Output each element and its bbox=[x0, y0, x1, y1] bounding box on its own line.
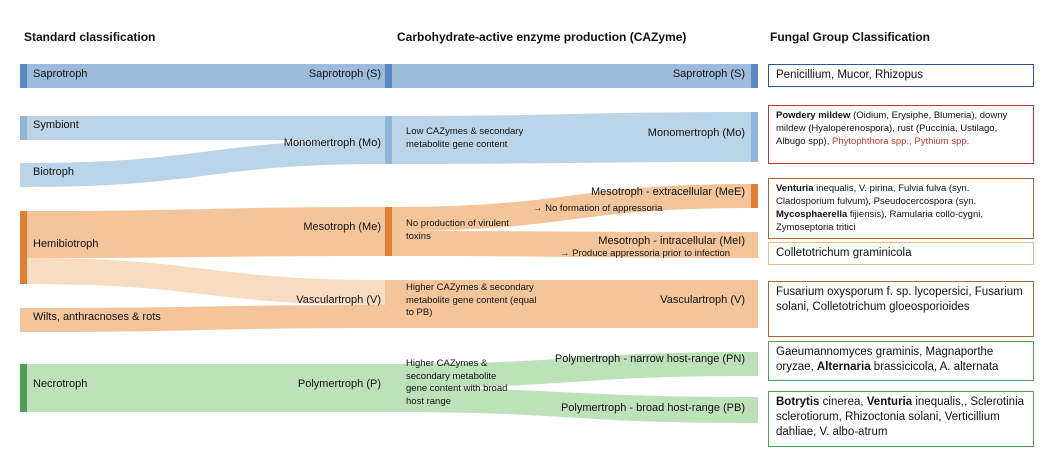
label-vasculartroph-right: Vasculartroph (V) bbox=[660, 294, 745, 306]
box-meso-extra-bold2: Mycosphaerella bbox=[776, 209, 848, 220]
label-polymertroph-narrow: Polymertroph - narrow host-range (PN) bbox=[554, 353, 745, 365]
box-meso-intra-text: Colletotrichum graminicola bbox=[776, 247, 912, 259]
link-polymertroph-to-broad bbox=[392, 388, 751, 423]
link-hemibiotroph-to-mesotroph bbox=[27, 207, 385, 258]
note-vasculartroph: Higher CAZymes & secondary metabolite ge… bbox=[406, 282, 537, 318]
label-wilts-anthracnoses-rots: Wilts, anthracnoses & rots bbox=[33, 311, 161, 323]
node-vasculartroph-right bbox=[751, 280, 758, 328]
flow-links bbox=[27, 64, 751, 423]
link-saprotroph-to-saprotroph bbox=[27, 64, 385, 88]
box-poly-narrow-text1: Gaeumannomyces graminis, Magnaporthe ory… bbox=[776, 346, 994, 373]
header-fungal-group: Fungal Group Classification bbox=[770, 30, 931, 44]
note-no-appressoria: → No formation of appressoria bbox=[533, 203, 663, 214]
box-mesotroph-extracellular-fungi: Venturia inequalis, V. pirina, Fulvia fu… bbox=[768, 178, 1034, 239]
node-polymertroph-middle bbox=[385, 364, 392, 412]
node-monomertroph-middle bbox=[385, 116, 392, 164]
label-saprotroph-right: Saprotroph (S) bbox=[672, 68, 745, 80]
box-poly-broad-bold1: Botrytis bbox=[776, 396, 820, 408]
label-saprotroph-left: Saprotroph bbox=[33, 68, 88, 80]
label-vasculartroph-middle: Vasculartroph (V) bbox=[296, 294, 381, 306]
note-monomertroph: Low CAZymes & secondary metabolite gene … bbox=[406, 126, 524, 150]
label-mesotroph-intracellular: Mesotroph - intracellular (MeI) bbox=[598, 235, 745, 247]
label-mesotroph-extracellular: Mesotroph - extracellular (MeE) bbox=[590, 186, 745, 198]
node-mesotroph-intracellular bbox=[751, 232, 758, 258]
label-polymertroph-middle: Polymertroph (P) bbox=[297, 378, 381, 390]
node-hemibiotroph bbox=[20, 211, 27, 284]
label-monomertroph-right: Monomertroph (Mo) bbox=[647, 127, 745, 139]
box-polymertroph-broad-fungi: Botrytis cinerea, Venturia inequalis,, S… bbox=[768, 391, 1034, 447]
link-mesotroph-to-extracellular bbox=[392, 184, 751, 231]
link-necrotroph-to-polymertroph bbox=[27, 364, 385, 412]
label-saprotroph-middle: Saprotroph (S) bbox=[308, 68, 381, 80]
link-monomertroph-to-monomertroph-right bbox=[392, 112, 751, 164]
note-mesotroph: No production of virulent toxins bbox=[406, 218, 509, 242]
link-biotroph-to-monomertroph bbox=[27, 140, 385, 187]
box-poly-narrow-text2: brassicicola, A. alternata bbox=[870, 361, 999, 373]
note-polymertroph: Higher CAZymes & secondary metabolite ge… bbox=[406, 358, 508, 407]
node-mesotroph-middle bbox=[385, 207, 392, 256]
node-necrotroph bbox=[20, 364, 27, 412]
link-mesotroph-to-intracellular bbox=[392, 231, 751, 258]
box-poly-broad-text2: inequalis,, Sclerotinia sclerotiorum, Rh… bbox=[776, 396, 1025, 438]
box-meso-extra-text1: inequalis, V. pirina, Fulvia fulva (syn.… bbox=[776, 183, 977, 207]
box-meso-extra-bold1: Venturia bbox=[776, 183, 814, 194]
header-cazyme: Carbohydrate-active enzyme production (C… bbox=[397, 30, 687, 44]
node-saprotroph-right bbox=[751, 64, 758, 88]
link-symbiont-to-monomertroph bbox=[27, 116, 385, 140]
node-monomertroph-right bbox=[751, 112, 758, 162]
box-mesotroph-intracellular-fungi: Colletotrichum graminicola bbox=[768, 242, 1034, 265]
box-saprotroph-text: Penicillium, Mucor, Rhizopus bbox=[776, 69, 924, 81]
node-saprotroph-left bbox=[20, 64, 27, 88]
node-mesotroph-extracellular bbox=[751, 184, 758, 208]
link-hemibiotroph-to-vasculartroph bbox=[27, 258, 385, 305]
box-vasculartroph-fungi: Fusarium oxysporum f. sp. lycopersici, F… bbox=[768, 281, 1034, 337]
label-hemibiotroph: Hemibiotroph bbox=[33, 238, 99, 250]
node-polymertroph-narrow bbox=[751, 352, 758, 376]
note-produce-appressoria: → Produce appressoria prior to infection bbox=[560, 248, 731, 259]
node-wilts bbox=[20, 308, 27, 332]
box-poly-narrow-bold: Alternaria bbox=[816, 361, 871, 373]
label-mesotroph-middle: Mesotroph (Me) bbox=[303, 221, 381, 233]
link-polymertroph-to-narrow bbox=[392, 352, 751, 388]
box-saprotroph-fungi: Penicillium, Mucor, Rhizopus bbox=[768, 64, 1034, 87]
box-monomertroph-text: (Oidium, Erysiphe, Blumeria), downy mild… bbox=[776, 110, 1008, 147]
box-meso-extra-text2: fijiensis), Ramularia collo-cygni, Zymos… bbox=[776, 209, 983, 233]
label-polymertroph-broad: Polymertroph - broad host-range (PB) bbox=[560, 402, 745, 414]
box-polymertroph-narrow-fungi: Gaeumannomyces graminis, Magnaporthe ory… bbox=[768, 341, 1034, 381]
label-monomertroph-middle: Monomertroph (Mo) bbox=[283, 137, 381, 149]
header-standard-classification: Standard classification bbox=[24, 30, 156, 44]
link-wilts-to-vasculartroph bbox=[27, 305, 385, 332]
node-symbiont bbox=[20, 116, 27, 140]
box-poly-broad-bold2: Venturia bbox=[866, 396, 913, 408]
node-polymertroph-broad bbox=[751, 397, 758, 423]
box-vasculartroph-text: Fusarium oxysporum f. sp. lycopersici, F… bbox=[776, 286, 1023, 313]
node-biotroph bbox=[20, 163, 27, 187]
node-vasculartroph-middle bbox=[385, 280, 392, 328]
label-biotroph: Biotroph bbox=[33, 166, 74, 178]
flow-nodes bbox=[20, 64, 758, 423]
box-poly-broad-text1: cinerea, bbox=[819, 396, 867, 408]
link-saprotroph-to-saprotroph-right bbox=[392, 64, 751, 88]
node-saprotroph-middle bbox=[385, 64, 392, 88]
link-vasculartroph-to-vasculartroph-right bbox=[392, 280, 751, 328]
box-monomertroph-fungi: Powdery mildew (Oidium, Erysiphe, Blumer… bbox=[768, 105, 1034, 164]
label-necrotroph: Necrotroph bbox=[33, 378, 88, 390]
label-symbiont: Symbiont bbox=[33, 119, 79, 131]
box-monomertroph-bold: Powdery mildew bbox=[776, 110, 851, 121]
box-monomertroph-red: Phytophthora spp., Pythium spp. bbox=[831, 136, 970, 147]
